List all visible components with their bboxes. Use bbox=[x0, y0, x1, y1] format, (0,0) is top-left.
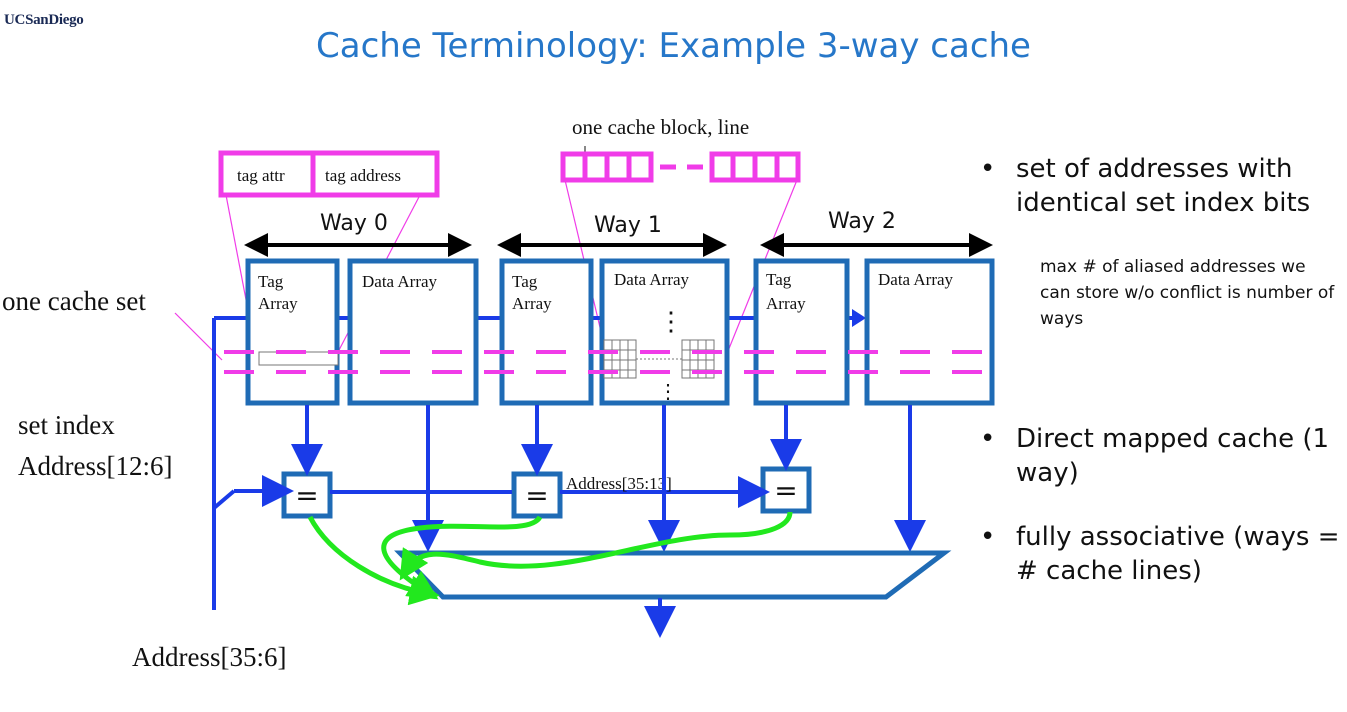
comparator-0-symbol: = bbox=[295, 479, 318, 512]
way-2-data-array bbox=[864, 258, 995, 406]
bullet-dot: • bbox=[980, 424, 996, 454]
ellipsis-bottom: ⋮ bbox=[658, 381, 678, 403]
ucsd-logo: UCSanDiego bbox=[4, 12, 84, 28]
tag-address-bus-label: Address[35:13] bbox=[566, 474, 672, 493]
way-2-label: Way 2 bbox=[828, 209, 896, 234]
way-1-tag-label-1: Tag bbox=[512, 272, 538, 291]
way-0-data-array bbox=[347, 258, 479, 406]
way-0-tag-label-1: Tag bbox=[258, 272, 284, 291]
bullet-direct-mapped-text: Direct mapped cache (1 way) bbox=[1016, 424, 1330, 488]
bus-arrowhead bbox=[852, 309, 866, 327]
way-1-tag-label-2: Array bbox=[512, 294, 552, 313]
way-1-data-label: Data Array bbox=[614, 270, 690, 289]
ellipsis-top: ⋮ bbox=[658, 307, 684, 336]
way-0-data-label: Data Array bbox=[362, 272, 438, 291]
cache-block-label: one cache block, line bbox=[572, 115, 749, 139]
data-line-grid bbox=[603, 339, 715, 379]
cache-set-band bbox=[224, 350, 1000, 374]
full-address-label: Address[35:6] bbox=[132, 642, 286, 672]
bullet-fully-associative: • fully associative (ways = # cache line… bbox=[980, 520, 1340, 588]
bullet-fully-associative-text: fully associative (ways = # cache lines) bbox=[1016, 522, 1340, 586]
tag-entry-box bbox=[218, 150, 440, 198]
set-index-address: Address[12:6] bbox=[18, 451, 172, 481]
slide-title: Cache Terminology: Example 3-way cache bbox=[316, 26, 1031, 66]
cache-block-cells bbox=[560, 151, 801, 183]
comparator-2-symbol: = bbox=[774, 474, 797, 507]
cache-diagram: one cache block, line tag attr tag addre… bbox=[2, 115, 1000, 672]
bullet-set-definition: • set of addresses with identical set in… bbox=[980, 152, 1340, 220]
way-2-tag-array bbox=[753, 258, 850, 406]
tag-bus bbox=[212, 475, 770, 510]
way-0-tag-label-2: Array bbox=[258, 294, 298, 313]
tag-attr-label: tag attr bbox=[237, 166, 285, 185]
bullet-direct-mapped: • Direct mapped cache (1 way) bbox=[980, 422, 1340, 490]
aliased-note: max # of aliased addresses we can store … bbox=[1040, 257, 1335, 329]
bullet-dot: • bbox=[980, 154, 996, 184]
tag-address-label: tag address bbox=[325, 166, 401, 185]
way-0-label: Way 0 bbox=[320, 211, 388, 236]
way-1-label: Way 1 bbox=[594, 213, 662, 238]
output-mux bbox=[394, 550, 952, 600]
data-to-mux-arrows bbox=[412, 405, 926, 552]
way-2-tag-label-1: Tag bbox=[766, 270, 792, 289]
bullet-set-text: set of addresses with identical set inde… bbox=[1016, 154, 1311, 218]
select-lines bbox=[307, 511, 793, 606]
way-0-tag-array bbox=[245, 258, 340, 406]
way-1-data-array bbox=[599, 258, 730, 406]
way-2-data-label: Data Array bbox=[878, 270, 954, 289]
way-1-tag-array bbox=[499, 258, 594, 406]
set-index-label: set index bbox=[18, 410, 115, 440]
cache-set-label: one cache set bbox=[2, 286, 146, 316]
comparator-1-symbol: = bbox=[525, 479, 548, 512]
tag-to-comparator-arrows bbox=[291, 405, 802, 476]
bullet-dot: • bbox=[980, 522, 996, 552]
way-boxes bbox=[245, 258, 995, 406]
way-2-tag-label-2: Array bbox=[766, 294, 806, 313]
comparator-1 bbox=[511, 471, 563, 519]
